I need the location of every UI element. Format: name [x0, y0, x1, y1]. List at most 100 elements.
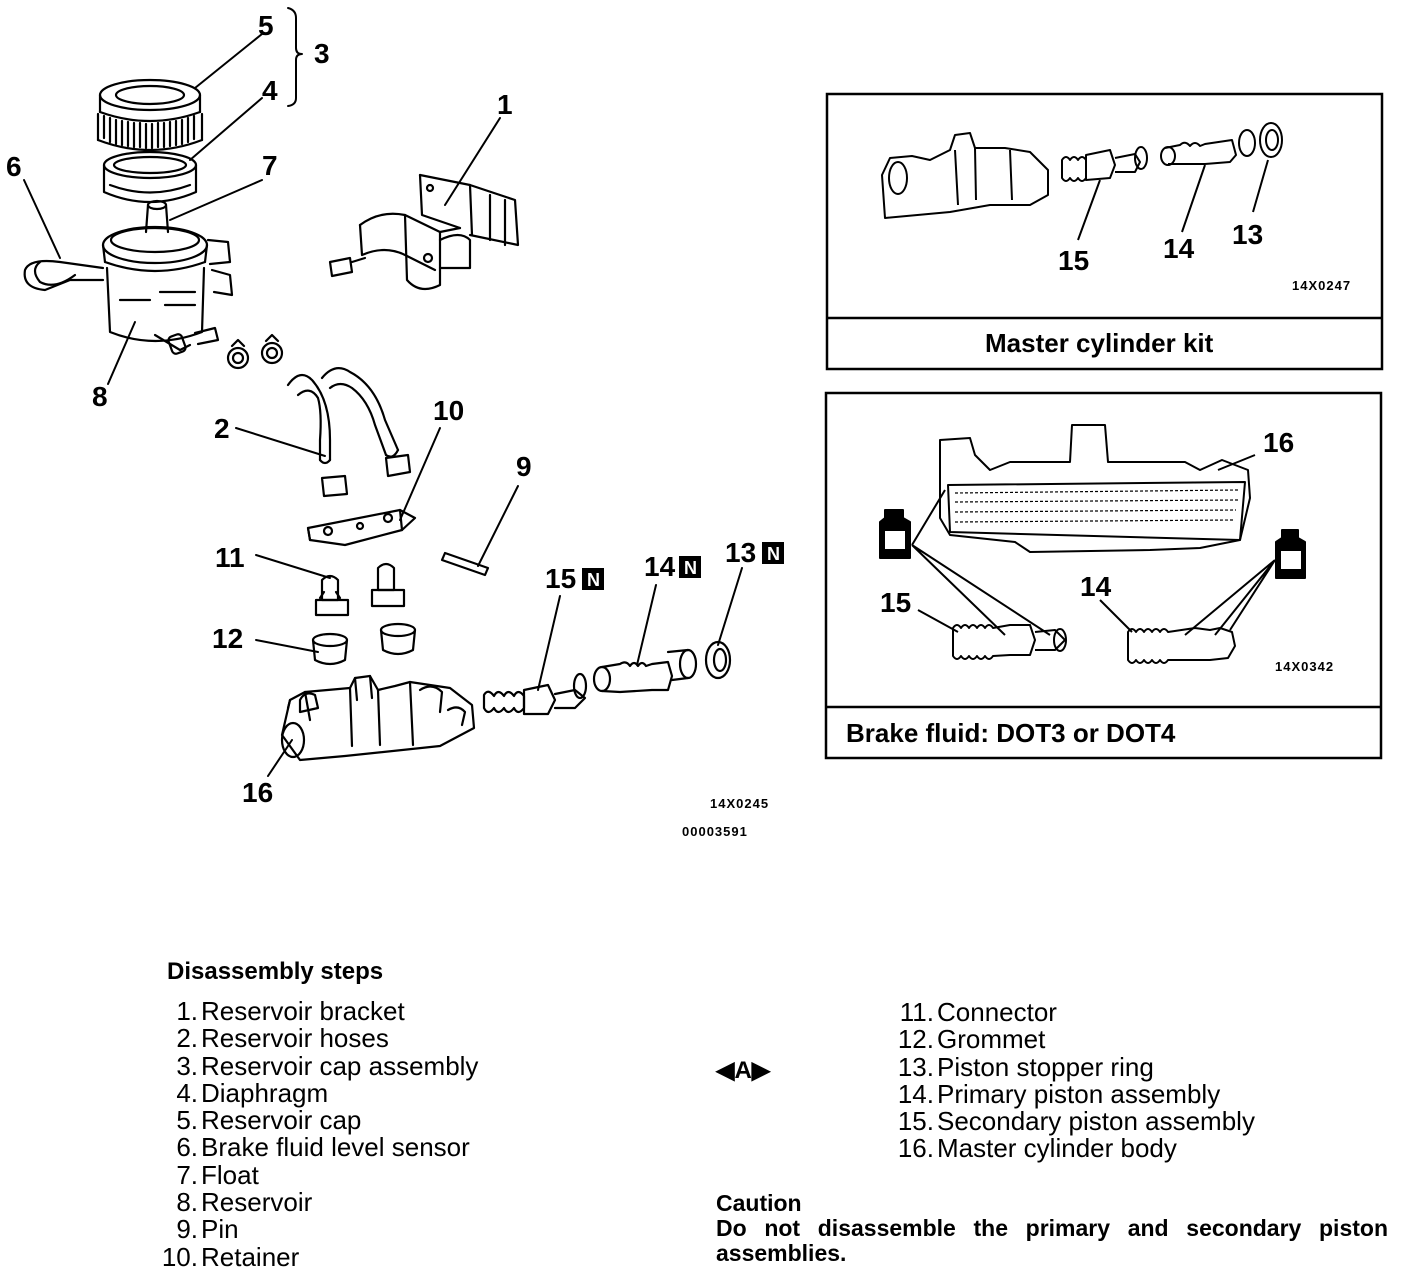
callout-11: 11 — [215, 542, 245, 573]
step-text: Master cylinder body — [937, 1133, 1177, 1164]
step-item: 7.Float — [150, 1159, 478, 1190]
step-number: 8. — [176, 1187, 198, 1218]
step-item: 1.Reservoir bracket — [150, 996, 478, 1026]
step-item: 4.Diaphragm — [150, 1077, 478, 1108]
callout-12: 12 — [212, 623, 243, 654]
caution-text: Do not disassemble the primary and secon… — [716, 1215, 1388, 1266]
fluid-panel-label: Brake fluid: DOT3 or DOT4 — [846, 718, 1176, 748]
kit-primary-piston — [1164, 139, 1237, 165]
step-text: Diaphragm — [201, 1077, 329, 1108]
step-item: 15.Secondary piston assembly — [874, 1106, 1255, 1137]
step-number: 9. — [176, 1214, 198, 1245]
step-number: 10. — [161, 1241, 198, 1272]
step-number: 1. — [176, 996, 198, 1026]
callout-7: 7 — [262, 150, 278, 181]
disassembly-steps-title: Disassembly steps — [167, 958, 384, 985]
callout-3: 3 — [314, 38, 330, 69]
step-item: 11.Connector — [874, 997, 1255, 1027]
step-number: 11. — [899, 997, 934, 1027]
brake-fluid-panel: 16 15 14 14X0342 Brake fluid: DOT3 or DO… — [824, 391, 1383, 760]
connectors-part — [314, 562, 406, 617]
step-item: 8.Reservoir — [150, 1187, 478, 1218]
step-item: 2.Reservoir hoses — [150, 1023, 478, 1054]
step-text: Brake fluid level sensor — [201, 1132, 470, 1163]
step-item: 6.Brake fluid level sensor — [150, 1132, 478, 1163]
step-number: 5. — [176, 1105, 198, 1136]
step-text: Reservoir cap assembly — [201, 1050, 479, 1081]
callout-14: 14 — [644, 551, 676, 582]
callout-15: 15 — [545, 563, 576, 594]
step-text: Float — [201, 1159, 259, 1190]
fluid-callout-14: 14 — [1080, 571, 1112, 602]
step-text: Grommet — [937, 1024, 1046, 1055]
piston-stopper-ring-part — [704, 640, 732, 680]
step-text: Connector — [937, 997, 1057, 1027]
kit-figure-code: 14X0247 — [1292, 278, 1351, 293]
new-part-mark-14: N — [684, 558, 697, 578]
step-item: 3.Reservoir cap assembly — [150, 1050, 479, 1081]
step-item: 16.Master cylinder body — [874, 1133, 1255, 1164]
step-text: Retainer — [201, 1241, 300, 1272]
callout-8: 8 — [92, 381, 108, 412]
step-number: 16. — [897, 1133, 934, 1164]
step-text: Secondary piston assembly — [937, 1106, 1255, 1137]
hose-clamps-part — [226, 333, 284, 370]
step-number: 13. — [897, 1051, 934, 1082]
step-number: 3. — [176, 1050, 198, 1081]
leader-lines — [23, 7, 743, 777]
step-number: 4. — [176, 1077, 198, 1108]
step-text: Primary piston assembly — [937, 1078, 1221, 1109]
new-part-marks: N N N — [582, 542, 784, 590]
callout-13: 13 — [725, 537, 756, 568]
fluid-callout-15: 15 — [880, 587, 911, 618]
callout-1: 1 — [497, 89, 513, 120]
reservoir-cap-part — [96, 78, 204, 152]
master-cylinder-body-part — [280, 674, 476, 762]
step-item: 13.Piston stopper ring — [874, 1051, 1255, 1082]
reservoir-part — [23, 225, 234, 355]
pin-part — [440, 551, 490, 577]
callout-6: 6 — [6, 151, 22, 182]
kit-callout-15: 15 — [1058, 245, 1089, 276]
step-number: 6. — [176, 1132, 198, 1163]
caution-block: Caution Do not disassemble the primary a… — [716, 1191, 1388, 1266]
caution-title: Caution — [716, 1190, 802, 1216]
step-text: Reservoir bracket — [201, 996, 405, 1026]
new-part-mark-15: N — [587, 570, 600, 590]
steps-list-left: 1.Reservoir bracket 2.Reservoir hoses 3.… — [150, 996, 479, 1272]
steps-list-right: 11.Connector 12.Grommet 13.Piston stoppe… — [874, 997, 1255, 1164]
diaphragm-part — [102, 150, 198, 204]
document-number: 00003591 — [682, 824, 748, 839]
callout-4: 4 — [262, 75, 278, 106]
step-item: 12.Grommet — [874, 1024, 1255, 1055]
reservoir-hoses-part — [286, 367, 412, 498]
step-text: Pin — [201, 1214, 239, 1245]
kit-callout-14: 14 — [1163, 233, 1195, 264]
callout-10: 10 — [433, 395, 464, 426]
callout-5: 5 — [258, 10, 274, 41]
primary-piston-part — [592, 648, 698, 694]
step-item: 14.Primary piston assembly — [874, 1078, 1255, 1109]
master-cylinder-kit-panel: 15 14 13 14X0247 Master cylinder kit — [825, 92, 1384, 371]
grommets-part — [311, 622, 417, 666]
callout-16: 16 — [242, 777, 273, 808]
step-item: 9.Pin — [150, 1214, 478, 1245]
callout-9: 9 — [516, 451, 532, 482]
step-text: Reservoir cap — [201, 1105, 362, 1136]
fluid-cylinder-body — [939, 424, 1251, 553]
step-item: 10.Retainer — [150, 1241, 478, 1272]
kit-panel-label: Master cylinder kit — [985, 328, 1214, 358]
fluid-secondary-piston — [952, 624, 1036, 660]
kit-cylinder-body — [881, 132, 1049, 219]
kit-stopper-ring — [1259, 122, 1283, 158]
step-text: Piston stopper ring — [937, 1051, 1154, 1082]
kit-secondary-piston — [1061, 156, 1087, 182]
callout-2: 2 — [214, 413, 230, 444]
fluid-callout-16: 16 — [1263, 427, 1294, 458]
new-part-mark-13: N — [767, 544, 780, 564]
step-text: Reservoir hoses — [201, 1023, 389, 1054]
step-number: 15. — [897, 1106, 934, 1137]
step-text: Reservoir — [201, 1187, 313, 1218]
step-item: 5.Reservoir cap — [150, 1105, 478, 1136]
